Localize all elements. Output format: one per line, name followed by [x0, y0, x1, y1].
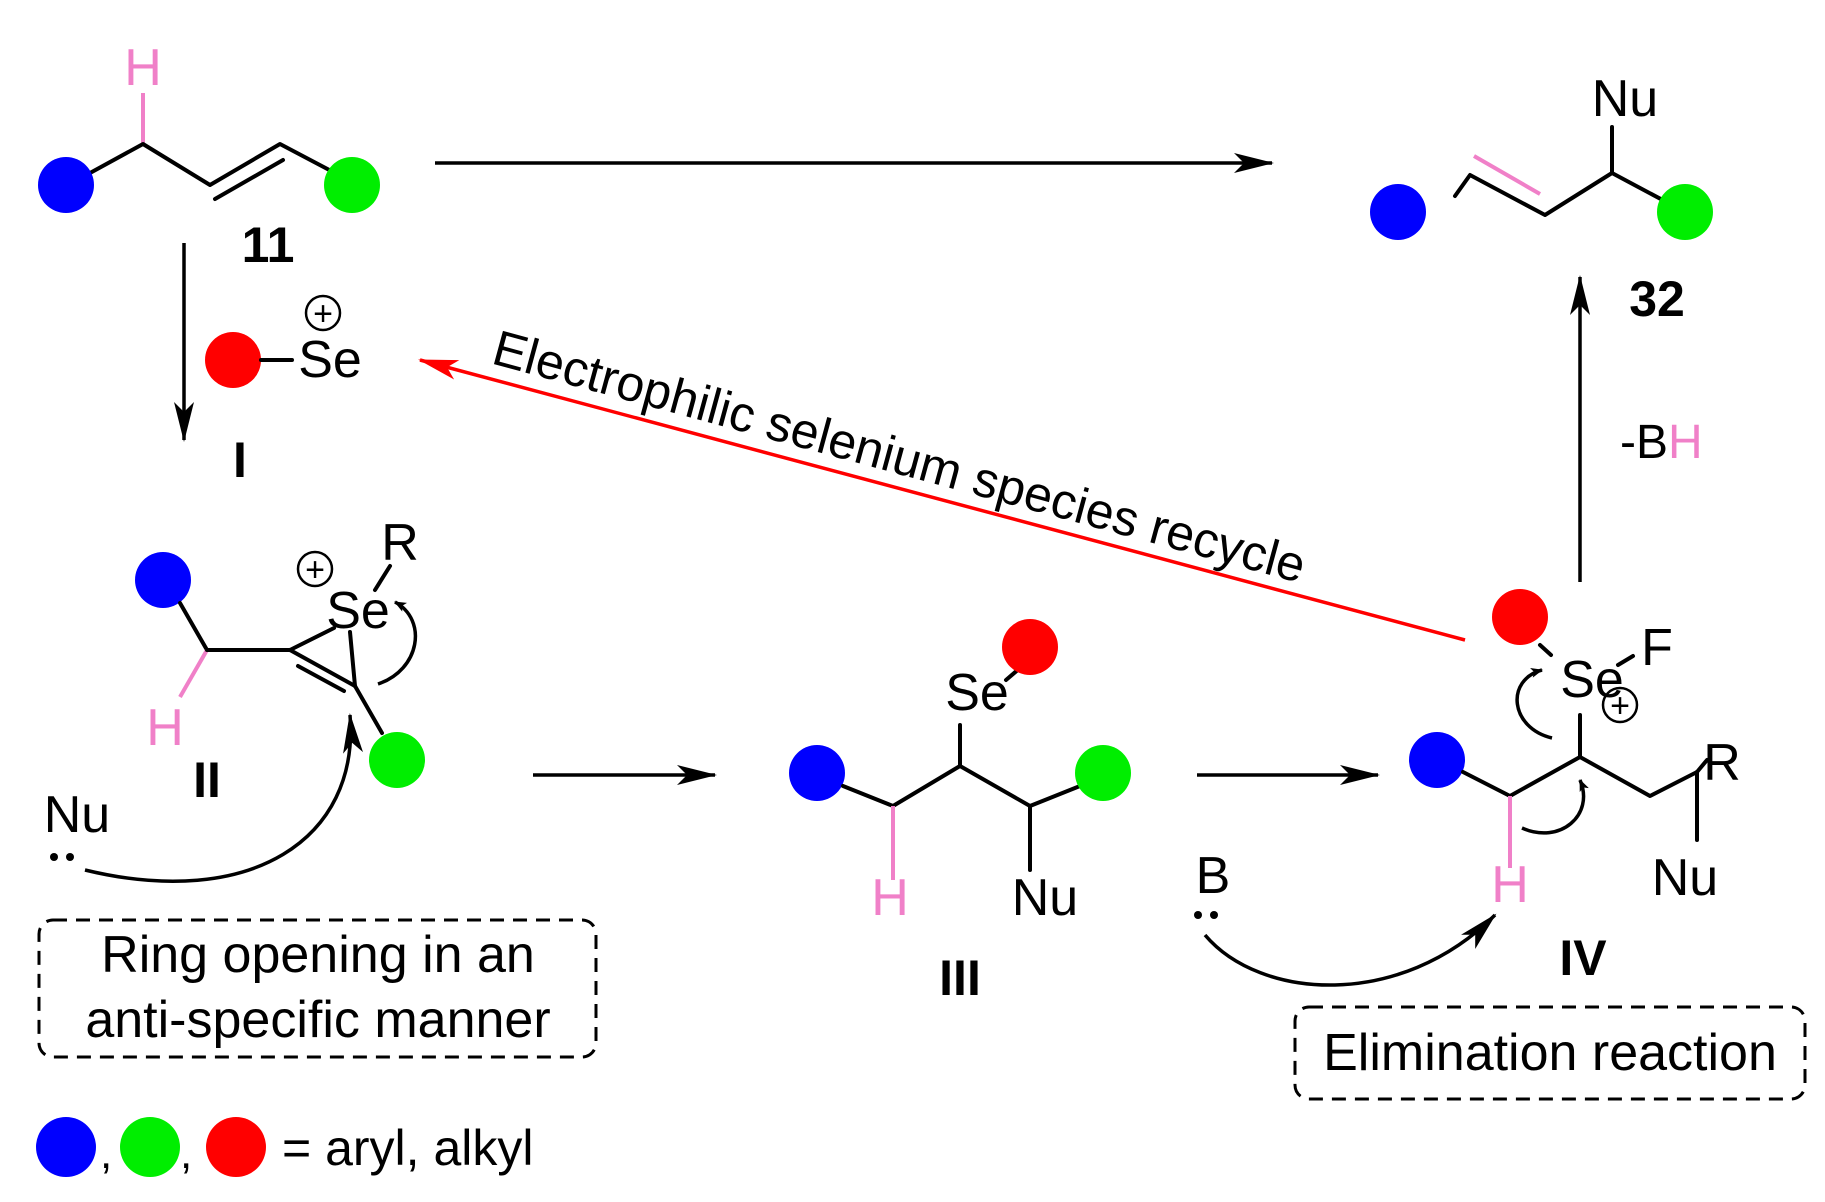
intermediate-II: H Se + R II: [135, 514, 425, 808]
compound-number-32: 32: [1629, 271, 1685, 327]
bond-c-se-2: [348, 630, 357, 688]
legend: , , = aryl, alkyl: [36, 1117, 533, 1178]
red-substituent: [205, 332, 261, 388]
lone-pair-dot: [50, 853, 58, 861]
legend-blue-dot: [36, 1117, 96, 1177]
selenium-label: Se: [1560, 651, 1624, 709]
green-substituent: [369, 732, 425, 788]
base-attack-arrow: [1203, 913, 1497, 987]
bond-c-h: [178, 649, 209, 698]
reagent-I: Se + I: [205, 294, 362, 488]
lone-pair-dot: [66, 853, 74, 861]
minus-bh-h-text: H: [1668, 416, 1703, 469]
nucleophile-label: Nu: [44, 786, 110, 844]
plus-sign: +: [1610, 687, 1630, 725]
nucleophile-label: Nu: [1012, 869, 1078, 927]
plus-sign: +: [305, 551, 325, 589]
red-substituent: [1492, 589, 1548, 645]
plus-charge-icon: [304, 294, 342, 332]
bond-se-f: [1616, 654, 1635, 667]
hydrogen-label: H: [124, 39, 162, 97]
legend-red-dot: [206, 1117, 266, 1177]
recycle-arrow: [418, 358, 1466, 642]
nucleophile-label: Nu: [1652, 849, 1718, 907]
fluorine-label: F: [1641, 619, 1673, 677]
compound-number-IV: IV: [1559, 930, 1607, 986]
bond-se-r: [373, 564, 392, 592]
selenium-label: Se: [298, 331, 362, 389]
selenium-label: Se: [945, 664, 1009, 722]
curved-arrow-se-leaving: [1515, 668, 1553, 740]
blue-substituent: [135, 552, 191, 608]
legend-separator-1: ,: [100, 1129, 112, 1178]
lone-pair-dot: [1194, 911, 1202, 919]
minus-bh-label: -BH: [1620, 416, 1703, 469]
hydrogen-label: H: [146, 699, 184, 757]
r-group-label: R: [1703, 734, 1741, 792]
legend-separator-2: ,: [180, 1129, 192, 1178]
elimination-note-box: [1293, 1005, 1807, 1101]
nucleophilic-attack-arrow: [84, 713, 363, 884]
compound-number-III: III: [939, 950, 981, 1006]
green-substituent: [1657, 184, 1713, 240]
blue-substituent: [38, 157, 94, 213]
elimination-note: Elimination reaction: [1323, 1024, 1777, 1082]
bond-chain: [841, 764, 1082, 808]
plus-sign: +: [313, 295, 333, 333]
red-substituent: [1002, 619, 1058, 675]
intermediate-IV: H Se + F R Nu IV: [1409, 589, 1741, 986]
bond-c-green: [353, 684, 384, 735]
curved-arrow-se-ring-opening: [377, 600, 418, 686]
green-substituent: [324, 157, 380, 213]
ring-opening-note-line2: anti-specific manner: [85, 991, 550, 1049]
intermediate-III: H Se Nu III: [789, 619, 1131, 1006]
blue-substituent: [1370, 184, 1426, 240]
plus-charge-icon: [296, 550, 334, 588]
minus-b-text: -B: [1620, 416, 1668, 469]
base-label: B: [1196, 847, 1231, 905]
compound-number-I: I: [233, 432, 247, 488]
ring-opening-note-line1: Ring opening in an: [101, 926, 535, 984]
bond-chain: [1453, 171, 1674, 217]
selenium-label: Se: [326, 582, 390, 640]
bond-se-red: [1538, 643, 1553, 657]
nucleophile-label: Nu: [1592, 70, 1658, 128]
double-bond-inner: [213, 158, 285, 201]
blue-substituent: [789, 745, 845, 801]
recycle-arrow-label: Electrophilic selenium species recycle: [487, 320, 1312, 594]
legend-green-dot: [120, 1117, 180, 1177]
bond-blue-ch: [178, 601, 209, 652]
blue-substituent: [1409, 732, 1465, 788]
new-double-bond: [1473, 154, 1541, 196]
bond-c-r: [1695, 758, 1709, 774]
hydrogen-label: H: [1491, 856, 1529, 914]
compound-number-II: II: [193, 752, 221, 808]
bond-c-se: [288, 626, 336, 652]
episelenonium-cc-bond: [288, 648, 357, 688]
ring-opening-note-box: [37, 918, 598, 1059]
r-group-label: R: [381, 514, 419, 572]
compound-number-11: 11: [242, 217, 295, 273]
compound-32: Nu 32: [1370, 70, 1713, 327]
legend-text: = aryl, alkyl: [282, 1120, 533, 1176]
bond-chain: [88, 142, 337, 187]
bond-chain: [1461, 755, 1699, 798]
episelenonium-cc-inner: [296, 664, 346, 693]
green-substituent: [1075, 745, 1131, 801]
plus-charge-icon: [1601, 686, 1639, 724]
curved-arrow-ch-to-cc: [1521, 779, 1589, 835]
hydrogen-label: H: [871, 869, 909, 927]
compound-11: H 11: [38, 39, 380, 273]
lone-pair-dot: [1210, 911, 1218, 919]
